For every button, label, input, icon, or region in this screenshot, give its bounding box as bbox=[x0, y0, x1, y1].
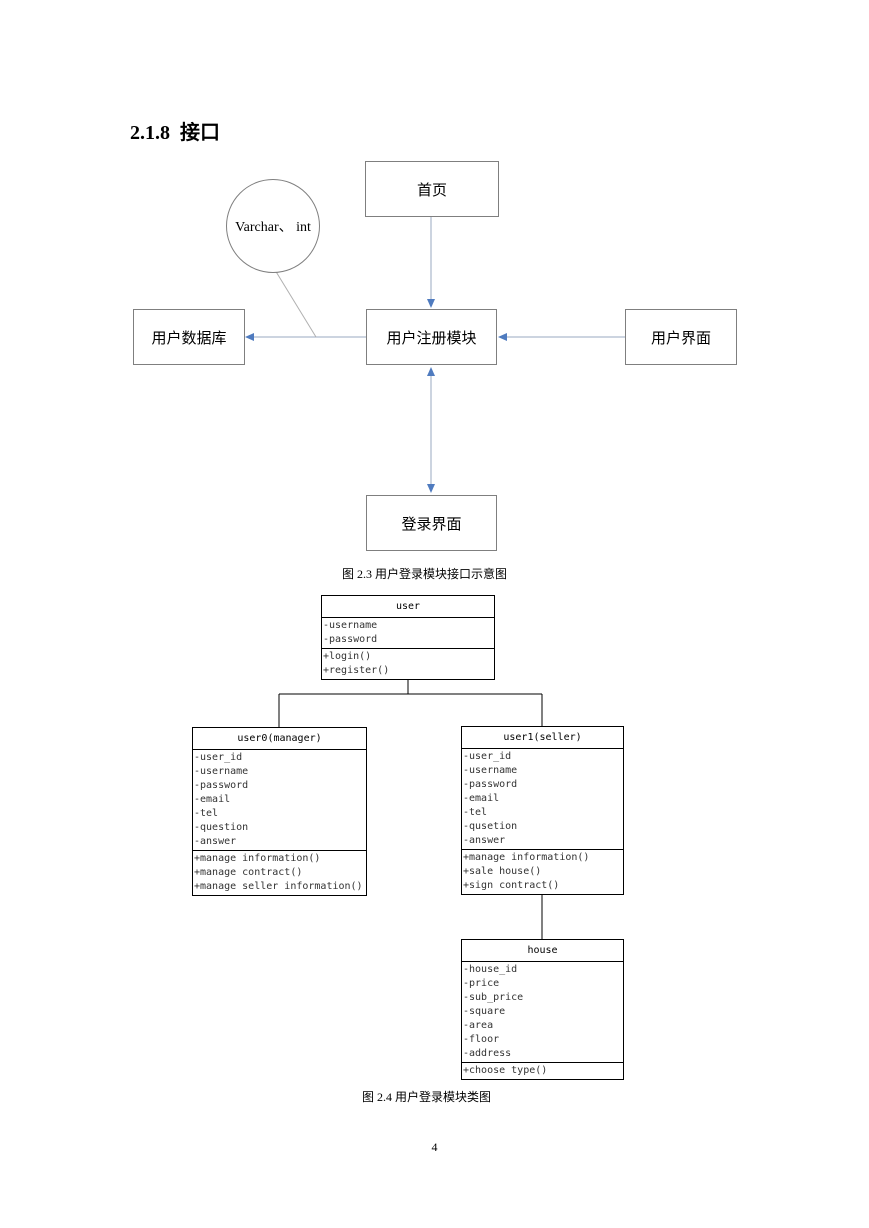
register-module-label: 用户注册模块 bbox=[386, 328, 477, 347]
attribute: -question bbox=[194, 822, 249, 833]
class-house-methods: +choose type() bbox=[462, 1063, 623, 1079]
method: +manage information() bbox=[194, 853, 321, 864]
class-user-methods: +login() +register() bbox=[322, 649, 494, 679]
attribute: -username bbox=[463, 765, 518, 776]
attribute: -user_id bbox=[463, 751, 512, 762]
method: +manage seller information() bbox=[194, 881, 363, 892]
attribute: -password bbox=[194, 780, 249, 791]
attribute: -password bbox=[323, 634, 378, 645]
class-user0-name: user0(manager) bbox=[193, 728, 366, 750]
attribute: -tel bbox=[463, 807, 488, 818]
attribute: -price bbox=[463, 978, 500, 989]
class-user: user -username -password +login() +regis… bbox=[321, 595, 495, 680]
method: +sign contract() bbox=[463, 880, 560, 891]
attribute: -username bbox=[323, 620, 378, 631]
class-user1-name: user1(seller) bbox=[462, 727, 623, 749]
method: +login() bbox=[323, 651, 372, 662]
user-db-box: 用户数据库 bbox=[133, 309, 245, 365]
class-user0-attributes: -user_id -username -password -email -tel… bbox=[193, 750, 366, 851]
class-user1-methods: +manage information() +sale house() +sig… bbox=[462, 850, 623, 894]
attribute: -sub_price bbox=[463, 992, 524, 1003]
attribute: -answer bbox=[463, 835, 506, 846]
figure-caption-2: 图 2.4 用户登录模块类图 bbox=[362, 1090, 492, 1104]
figure-caption-1: 图 2.3 用户登录模块接口示意图 bbox=[342, 567, 508, 581]
user-ui-label: 用户界面 bbox=[650, 328, 711, 347]
attribute: -password bbox=[463, 779, 518, 790]
attribute: -square bbox=[463, 1006, 506, 1017]
login-ui-label: 登录界面 bbox=[401, 514, 462, 533]
attribute: -email bbox=[194, 794, 231, 805]
user-db-label: 用户数据库 bbox=[151, 328, 227, 347]
attribute: -qusetion bbox=[463, 821, 518, 832]
class-user-attributes: -username -password bbox=[322, 618, 494, 649]
attribute: -floor bbox=[463, 1034, 500, 1045]
section-heading: 2.1.8 接口 bbox=[130, 116, 220, 145]
page-number: 4 bbox=[431, 1140, 438, 1154]
section-title: 接口 bbox=[180, 122, 220, 144]
attribute: -address bbox=[463, 1048, 512, 1059]
class-user0-methods: +manage information() +manage contract()… bbox=[193, 851, 366, 895]
method: +manage information() bbox=[463, 852, 590, 863]
homepage-box: 首页 bbox=[365, 161, 499, 217]
homepage-label: 首页 bbox=[416, 180, 447, 199]
class-house-attributes: -house_id -price -sub_price -square -are… bbox=[462, 962, 623, 1063]
user-ui-box: 用户界面 bbox=[625, 309, 737, 365]
class-house: house -house_id -price -sub_price -squar… bbox=[461, 939, 624, 1080]
method: +register() bbox=[323, 665, 390, 676]
datatype-label: Varchar、 int bbox=[235, 220, 311, 235]
method: +manage contract() bbox=[194, 867, 303, 878]
attribute: -area bbox=[463, 1020, 494, 1031]
attribute: -email bbox=[463, 793, 500, 804]
section-number: 2.1.8 bbox=[130, 122, 170, 144]
register-module-box: 用户注册模块 bbox=[366, 309, 497, 365]
class-user1: user1(seller) -user_id -username -passwo… bbox=[461, 726, 624, 895]
class-user0: user0(manager) -user_id -username -passw… bbox=[192, 727, 367, 896]
method: +choose type() bbox=[463, 1065, 548, 1076]
class-house-name: house bbox=[462, 940, 623, 962]
circle-attach-line bbox=[274, 269, 317, 338]
method: +sale house() bbox=[463, 866, 542, 877]
login-ui-box: 登录界面 bbox=[366, 495, 497, 551]
class-user1-attributes: -user_id -username -password -email -tel… bbox=[462, 749, 623, 850]
class-user-name: user bbox=[322, 596, 494, 618]
attribute: -house_id bbox=[463, 964, 518, 975]
datatype-circle: Varchar、 int bbox=[226, 179, 320, 273]
attribute: -user_id bbox=[194, 752, 243, 763]
attribute: -username bbox=[194, 766, 249, 777]
attribute: -tel bbox=[194, 808, 219, 819]
attribute: -answer bbox=[194, 836, 237, 847]
